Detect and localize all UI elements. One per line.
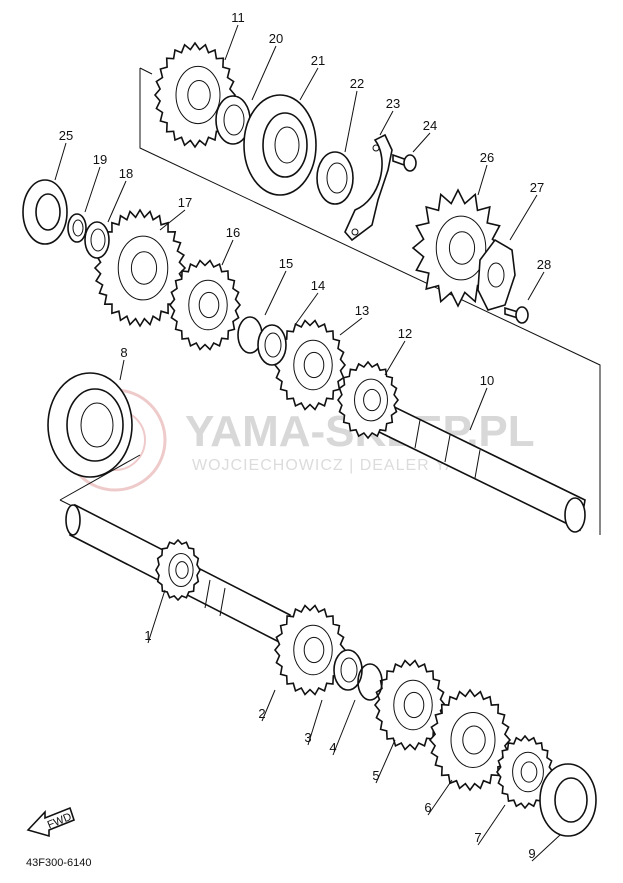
callout-21: 21	[311, 53, 325, 68]
leader-line-12	[384, 340, 406, 376]
callout-14: 14	[311, 278, 325, 293]
circlip-4	[357, 663, 383, 701]
callout-19: 19	[93, 152, 107, 167]
callout-13: 13	[355, 303, 369, 318]
leader-line-26	[477, 164, 488, 196]
callout-25: 25	[59, 128, 73, 143]
callout-3: 3	[304, 730, 311, 745]
washer-18	[84, 221, 110, 259]
callout-22: 22	[350, 76, 364, 91]
lock-washer-27	[477, 238, 516, 311]
leader-line-7	[477, 804, 506, 846]
gear-16	[168, 259, 242, 351]
retainer-plate-23	[344, 133, 393, 242]
callout-8: 8	[120, 345, 127, 360]
callout-2: 2	[258, 706, 265, 721]
upper-assembly-frame	[139, 67, 601, 535]
callout-6: 6	[424, 800, 431, 815]
leader-line-19	[84, 166, 101, 213]
fwd-arrow-icon: FWD	[26, 806, 75, 838]
callout-5: 5	[372, 768, 379, 783]
oil-seal-22	[316, 151, 354, 205]
leader-line-5	[375, 739, 396, 784]
leader-line-17	[159, 209, 186, 231]
callout-12: 12	[398, 326, 412, 341]
callout-18: 18	[119, 166, 133, 181]
leader-line-3	[307, 699, 323, 746]
diagram-code: 43F300-6140	[26, 857, 91, 869]
watermark: YAMA-SKLEP.PL WOJCIECHOWICZ | DEALER YAM…	[63, 388, 535, 492]
callout-15: 15	[279, 256, 293, 271]
leader-line-9	[531, 834, 561, 862]
bearing-8	[47, 372, 133, 478]
gear-17	[93, 208, 187, 328]
washer-3	[333, 649, 363, 691]
leader-line-24	[412, 132, 431, 153]
callout-24: 24	[423, 118, 437, 133]
leader-line-15	[264, 270, 287, 316]
callout-23: 23	[386, 96, 400, 111]
leader-line-8	[119, 359, 125, 381]
leader-line-20	[251, 45, 277, 101]
bearing-21	[243, 94, 317, 196]
leader-line-1	[147, 589, 166, 644]
leader-line-11	[224, 24, 239, 61]
leader-line-4	[332, 699, 356, 756]
leader-line-6	[427, 779, 453, 816]
bolt-28	[504, 306, 529, 324]
leader-line-10	[469, 387, 488, 431]
callout-20: 20	[269, 31, 283, 46]
leader-line-16	[221, 239, 234, 266]
callout-17: 17	[178, 195, 192, 210]
callout-4: 4	[329, 740, 336, 755]
callout-26: 26	[480, 150, 494, 165]
fwd-label: FWD	[46, 811, 74, 832]
watermark-sub-text: WOJCIECHOWICZ | DEALER YAMAHA	[192, 457, 507, 474]
gear-13	[273, 319, 347, 411]
bolt-24	[392, 153, 417, 172]
gear-7	[496, 734, 554, 810]
callout-16: 16	[226, 225, 240, 240]
leader-line-25	[54, 142, 67, 181]
callout-27: 27	[530, 180, 544, 195]
gear-1	[155, 538, 201, 602]
callout-7: 7	[474, 830, 481, 845]
callout-9: 9	[528, 846, 535, 861]
callout-labels: 1234567891011121314151617181920212223242…	[59, 10, 551, 861]
gear-2	[273, 604, 347, 696]
leader-line-14	[294, 292, 319, 326]
washer-19	[67, 213, 87, 243]
callout-28: 28	[537, 257, 551, 272]
leader-line-21	[299, 67, 319, 101]
bearing-9	[539, 763, 597, 837]
leader-line-2	[261, 689, 276, 722]
gear-5	[373, 659, 447, 751]
washer-14	[257, 324, 287, 366]
callout-10: 10	[480, 373, 494, 388]
bearing-25	[22, 179, 68, 245]
callout-11: 11	[231, 10, 245, 25]
gear-12	[337, 360, 399, 440]
gear-11	[153, 41, 237, 149]
callout-1: 1	[144, 628, 151, 643]
leader-line-22	[344, 90, 358, 153]
leader-lines	[54, 24, 561, 862]
gear-6	[428, 688, 512, 792]
leader-line-23	[379, 110, 394, 136]
leader-line-27	[509, 194, 538, 241]
gears-group	[93, 41, 554, 810]
leader-line-28	[527, 271, 545, 301]
leader-line-13	[339, 317, 363, 336]
leader-line-18	[107, 180, 127, 223]
